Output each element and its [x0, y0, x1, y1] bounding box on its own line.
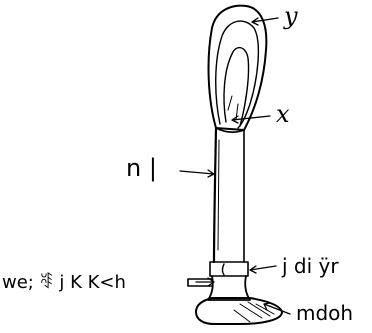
arrow-y	[251, 17, 279, 26]
label-base-right: mdoh	[296, 301, 353, 325]
barrel-shading	[217, 139, 220, 251]
outer-flame-cone	[207, 4, 268, 131]
arrow-collar	[249, 265, 277, 274]
arrow-x	[231, 115, 271, 124]
air-collar	[209, 261, 249, 277]
label-collar: j di ÿr	[281, 254, 339, 278]
label-n: n |	[126, 154, 157, 182]
flame	[207, 4, 268, 131]
pointer-arrows	[179, 17, 291, 315]
barrel-top-rim	[215, 127, 245, 133]
inner-flame-cone	[223, 47, 250, 127]
collar-air-hole	[221, 263, 225, 276]
base-stem	[207, 275, 251, 301]
label-base-left: we; ꑹ j K K<h	[2, 272, 126, 293]
collar-body	[209, 261, 249, 277]
burner-base	[187, 275, 283, 325]
label-x: x	[276, 100, 290, 128]
base-plate	[195, 297, 283, 325]
middle-flame-cone	[215, 20, 259, 129]
base-shading	[233, 301, 275, 323]
burner-barrel	[212, 126, 245, 264]
arrow-base-right	[263, 302, 291, 315]
barrel-left-edge	[212, 126, 218, 264]
label-y: y	[283, 2, 298, 30]
arrow-n	[179, 169, 215, 178]
arrow-base-left	[195, 277, 215, 287]
